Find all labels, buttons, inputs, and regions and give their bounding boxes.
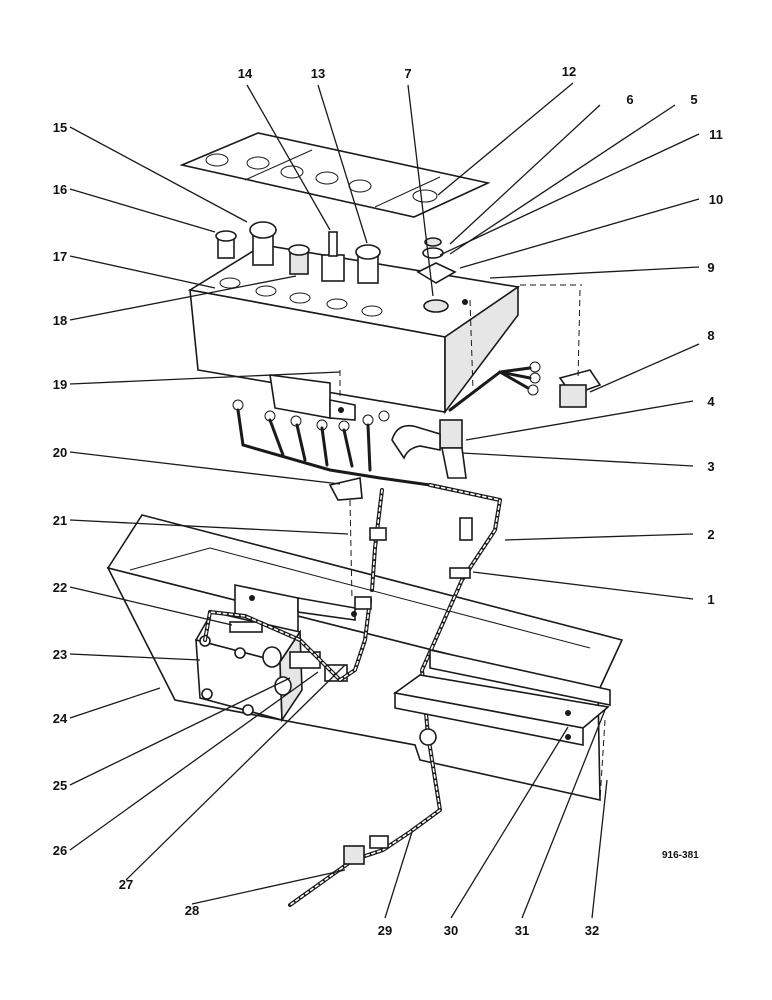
wire-harness [232,361,541,501]
callout-2: 2 [707,527,714,542]
bracket-plate [393,649,611,746]
switch-box [187,244,521,415]
mounting-bracket [269,374,356,421]
callout-6: 6 [626,92,633,107]
pressure-switch [558,369,602,408]
leader-lines [69,82,700,919]
callout-3: 3 [707,459,714,474]
callout-17: 17 [53,249,67,264]
callout-32: 32 [585,923,599,938]
callout-7: 7 [404,66,411,81]
callout-4: 4 [707,394,715,409]
callout-30: 30 [444,923,458,938]
callout-16: 16 [53,182,67,197]
callout-27: 27 [119,877,133,892]
callout-28: 28 [185,903,199,918]
callout-5: 5 [690,92,697,107]
callout-21: 21 [53,513,67,528]
callout-26: 26 [53,843,67,858]
callout-labels: 1 2 3 4 5 6 7 8 9 10 11 12 13 14 15 16 1… [53,64,723,938]
callout-10: 10 [709,192,723,207]
assembly-lines [339,284,606,801]
callout-13: 13 [311,66,325,81]
callout-25: 25 [53,778,67,793]
callout-15: 15 [53,120,67,135]
callout-22: 22 [53,580,67,595]
callout-11: 11 [709,127,723,142]
callout-20: 20 [53,445,67,460]
gasket [179,132,491,218]
cable-assembly [203,483,502,907]
callout-18: 18 [53,313,67,328]
callout-24: 24 [53,711,68,726]
callout-1: 1 [707,592,714,607]
panel [106,514,624,802]
callout-12: 12 [562,64,576,79]
callout-9: 9 [707,260,714,275]
callout-19: 19 [53,377,67,392]
cable-connector [391,419,467,479]
switches [215,221,457,313]
callout-14: 14 [238,66,253,81]
callout-8: 8 [707,328,714,343]
figure-reference: 916-381 [662,850,699,861]
callout-29: 29 [378,923,392,938]
callout-31: 31 [515,923,529,938]
callout-23: 23 [53,647,67,662]
